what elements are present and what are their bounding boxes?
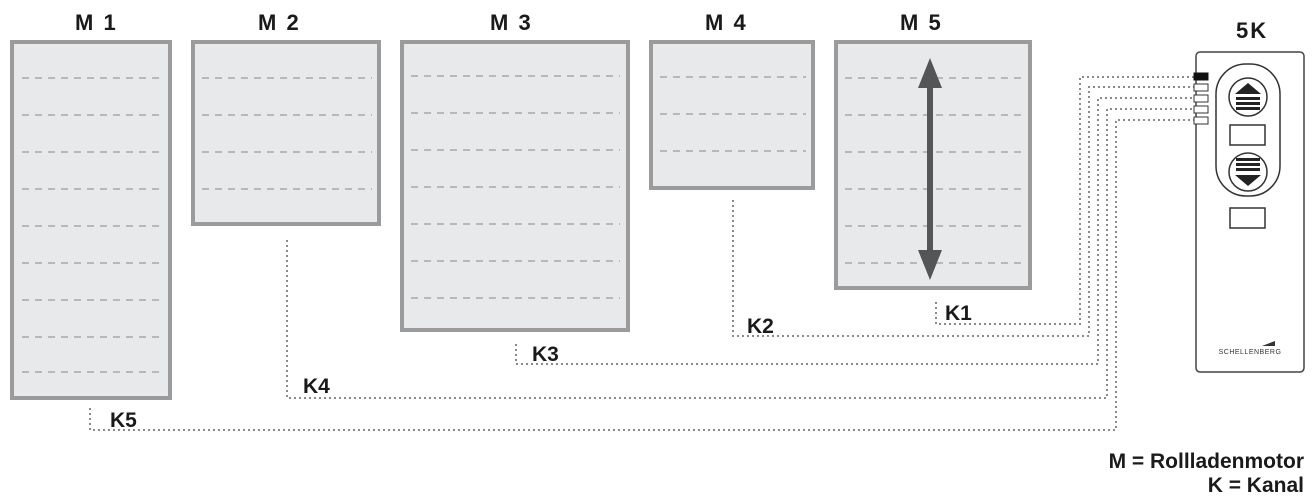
up-button-icon bbox=[1235, 83, 1261, 110]
channel-k1-label: K1 bbox=[945, 302, 972, 325]
channel-k3-label: K3 bbox=[532, 343, 559, 366]
remote-5k: 5K bbox=[1193, 18, 1305, 373]
shutter-m2 bbox=[191, 40, 381, 226]
shutter-m3 bbox=[400, 40, 630, 332]
channel-indicator-5 bbox=[1193, 116, 1209, 125]
down-button[interactable] bbox=[1228, 152, 1268, 192]
channel-wires bbox=[89, 76, 1195, 431]
motor-m2-label: M 2 bbox=[258, 10, 301, 35]
channel-indicator-3 bbox=[1193, 94, 1209, 103]
wire-k2 bbox=[732, 86, 1195, 337]
shutter-m4 bbox=[649, 40, 815, 190]
channel-select-button[interactable] bbox=[1229, 207, 1266, 229]
channel-k2-label: K2 bbox=[747, 315, 774, 338]
motor-m3: M 3 bbox=[400, 10, 630, 332]
up-button[interactable] bbox=[1228, 77, 1268, 117]
channel-indicator-4 bbox=[1193, 105, 1209, 114]
up-arrow-icon bbox=[918, 58, 942, 88]
motor-m1: M 1 bbox=[10, 10, 172, 400]
channel-indicator-1 bbox=[1193, 72, 1209, 81]
motor-m1-label: M 1 bbox=[75, 10, 118, 35]
remote-title: 5K bbox=[1236, 18, 1268, 43]
schellenberg-logo-icon bbox=[1262, 341, 1275, 346]
motor-m3-label: M 3 bbox=[490, 10, 533, 35]
motor-m4: M 4 bbox=[649, 10, 815, 190]
wire-k1 bbox=[935, 76, 1195, 325]
shutter-m2-slats bbox=[202, 77, 372, 190]
legend-channel: K = Kanal bbox=[1208, 474, 1304, 497]
motor-m2: M 2 bbox=[191, 10, 381, 226]
shutter-m1-slats bbox=[22, 77, 162, 373]
shutter-m1 bbox=[10, 40, 172, 400]
shutter-m5-slats bbox=[845, 77, 1022, 264]
channel-k5-label: K5 bbox=[110, 409, 137, 432]
legend: M = Rollladenmotor K = Kanal bbox=[1109, 450, 1304, 497]
legend-motor: M = Rollladenmotor bbox=[1109, 450, 1304, 473]
wire-k3 bbox=[515, 97, 1195, 365]
stop-button[interactable] bbox=[1229, 124, 1266, 146]
channel-indicator-2 bbox=[1193, 83, 1209, 92]
down-arrow-icon bbox=[918, 250, 942, 280]
motor-m5: M 5 bbox=[834, 10, 1032, 290]
up-down-arrow-icon bbox=[918, 58, 942, 280]
shutter-m3-slats bbox=[411, 75, 620, 299]
channel-k4-label: K4 bbox=[303, 375, 330, 398]
motor-m4-label: M 4 bbox=[705, 10, 748, 35]
wire-k4 bbox=[286, 108, 1195, 399]
remote-brand: SCHELLENBERG bbox=[1219, 349, 1282, 356]
down-button-icon bbox=[1235, 158, 1261, 186]
motor-m5-label: M 5 bbox=[900, 10, 943, 35]
channel-indicators bbox=[1193, 72, 1209, 125]
shutter-m4-slats bbox=[660, 76, 806, 152]
